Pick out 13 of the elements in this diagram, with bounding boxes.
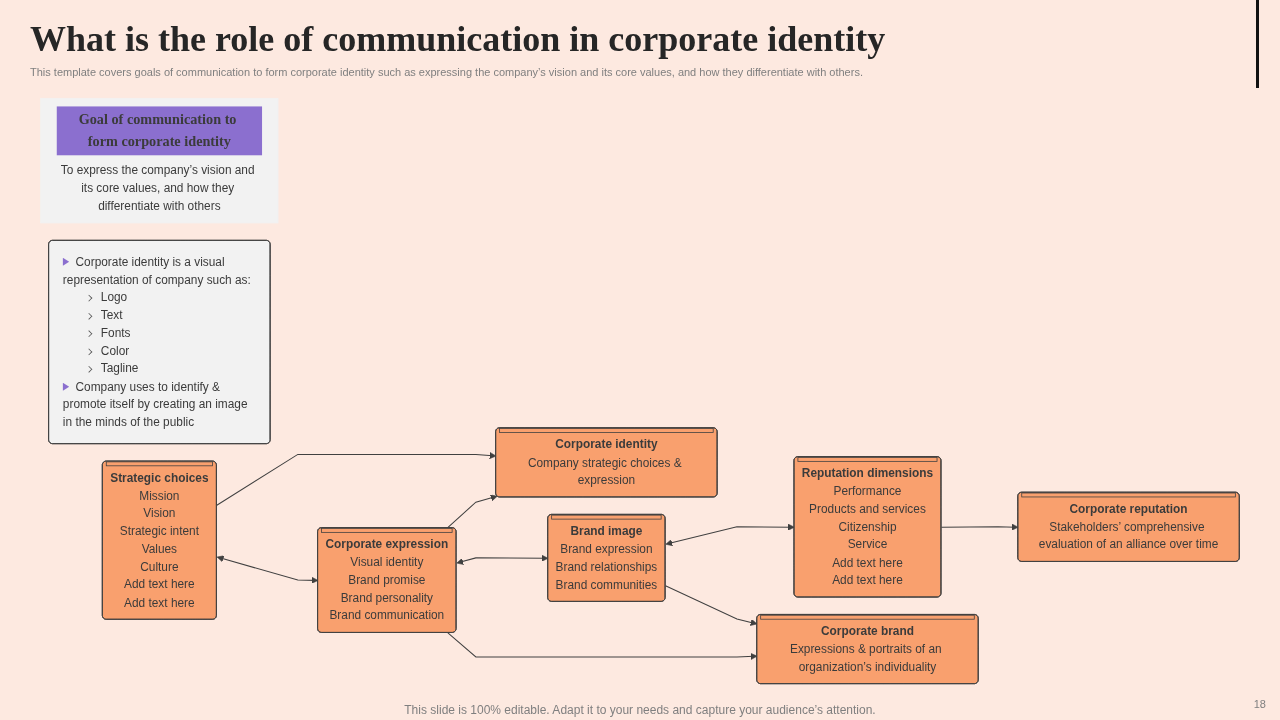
arrow <box>446 494 498 529</box>
arrow <box>456 554 549 565</box>
arrow <box>665 523 795 547</box>
arrow <box>665 585 758 626</box>
subtitle-text: This template covers goals of communication to form corporate identity such as expressing the company’s vision and its core values, and how they differentiate with others. <box>30 66 863 78</box>
node-box: Goal of communication to form corporate identity To express the company’s vision and its core values, and how they differentiate with others <box>40 97 279 224</box>
arrow <box>216 555 319 584</box>
arrow <box>447 632 758 660</box>
page-number: 18 <box>1253 698 1266 710</box>
footer-note: This slide is 100% editable. Adapt it to your needs and capture your audience’s attention. <box>404 703 876 717</box>
arrow <box>940 523 1019 531</box>
slide-title: What is the role of communication in corporate identity <box>30 18 886 60</box>
arrow <box>216 452 497 506</box>
